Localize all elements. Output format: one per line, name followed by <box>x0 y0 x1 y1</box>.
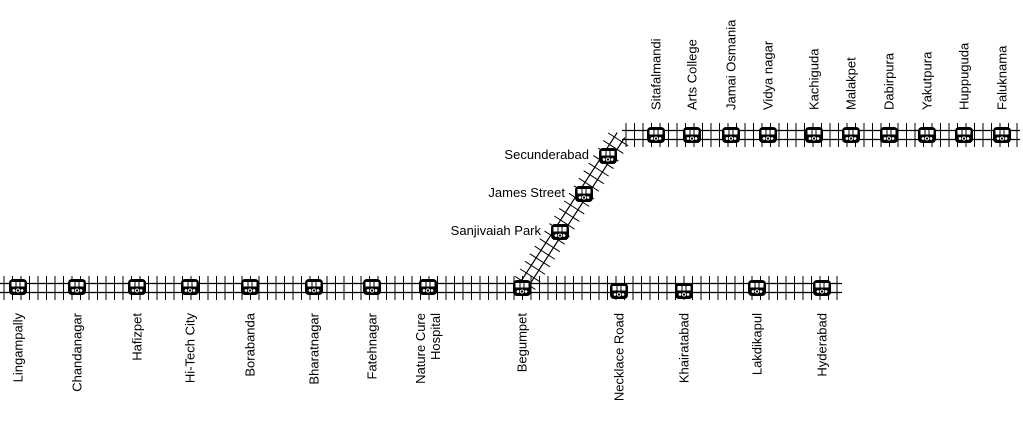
vidya-nagar-train-icon <box>758 126 778 144</box>
station-label-lingampally: Lingampally <box>11 313 26 383</box>
lakdikapul-train-icon <box>747 279 767 297</box>
station-label-hafizpet: Hafizpet <box>130 313 145 361</box>
station-label-secunderabad: Secunderabad <box>504 147 589 162</box>
station-label-sitafalmandi: Sitafalmandi <box>649 38 664 110</box>
station-labels: Lingampally Chandanagar Hafizpet Hi-Tech Ci… <box>11 19 1010 401</box>
station-label-sanjivaiah-park: Sanjivaiah Park <box>451 223 542 238</box>
station-label-hyderabad: Hyderabad <box>815 313 830 377</box>
station-label-nature-cure-hospital: Nature CureHospital <box>413 313 443 384</box>
malakpet-train-icon <box>841 126 861 144</box>
station-label-malakpet: Malakpet <box>844 57 859 110</box>
station-label-lakdikapul: Lakdikapul <box>750 313 765 375</box>
hafizpet-train-icon <box>127 278 147 296</box>
yakutpura-train-icon <box>917 126 937 144</box>
sanjivaiah-park-train-icon <box>550 223 570 241</box>
huppuguda-train-icon <box>954 126 974 144</box>
faluknama-train-icon <box>992 126 1012 144</box>
station-label-jamai-osmania: Jamai Osmania <box>724 19 739 110</box>
jamai-osmania-train-icon <box>721 126 741 144</box>
hi-tech-city-train-icon <box>180 278 200 296</box>
dabirpura-train-icon <box>879 126 899 144</box>
station-label-bharatnagar: Bharatnagar <box>307 312 322 384</box>
borabanda-train-icon <box>240 278 260 296</box>
kachiguda-train-icon <box>804 126 824 144</box>
necklace-road-train-icon <box>609 282 629 300</box>
arts-college-train-icon <box>682 126 702 144</box>
station-label-faluknama: Faluknama <box>995 45 1010 110</box>
station-label-yakutpura: Yakutpura <box>920 51 935 110</box>
lingampally-train-icon <box>8 278 28 296</box>
station-label-james-street: James Street <box>488 185 565 200</box>
station-label-borabanda: Borabanda <box>243 312 258 376</box>
station-label-fatehnagar: Fatehnagar <box>365 312 380 379</box>
secunderabad-train-icon <box>598 147 618 165</box>
station-label-arts-college: Arts College <box>685 39 700 110</box>
nature-cure-hospital-train-icon <box>418 278 438 296</box>
fatehnagar-train-icon <box>362 278 382 296</box>
khairatabad-train-icon <box>674 282 694 300</box>
sitafalmandi-train-icon <box>646 126 666 144</box>
station-label-begumpet: Begumpet <box>515 313 530 373</box>
chandanagar-train-icon <box>67 278 87 296</box>
station-label-vidya-nagar: Vidya nagar <box>761 40 776 110</box>
hyderabad-train-icon <box>812 279 832 297</box>
begumpet-train-icon <box>512 279 532 297</box>
station-label-necklace-road: Necklace Road <box>612 313 627 401</box>
station-label-chandanagar: Chandanagar <box>70 312 85 391</box>
station-label-huppuguda: Huppuguda <box>957 42 972 110</box>
station-label-khairatabad: Khairatabad <box>677 313 692 383</box>
station-label-kachiguda: Kachiguda <box>807 48 822 110</box>
james-street-train-icon <box>574 185 594 203</box>
bharatnagar-train-icon <box>304 278 324 296</box>
station-label-hi-tech-city: Hi-Tech City <box>183 313 198 384</box>
station-label-dabirpura: Dabirpura <box>882 52 897 110</box>
